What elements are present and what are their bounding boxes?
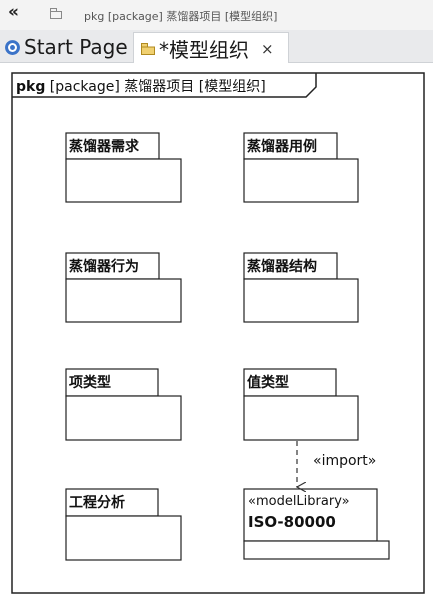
frame-title: [package] 蒸馏器项目 [模型组织] — [45, 79, 265, 95]
package-value-types[interactable]: 值类型 — [243, 368, 359, 441]
package-name: 蒸馏器结构 — [247, 258, 317, 275]
import-dependency[interactable]: «import» — [297, 441, 376, 487]
package-name: 蒸馏器行为 — [69, 258, 139, 275]
title-bar: « pkg [package] 蒸馏器项目 [模型组织] — [0, 0, 433, 30]
package-name: 项类型 — [69, 374, 111, 391]
breadcrumb: pkg [package] 蒸馏器项目 [模型组织] — [84, 10, 278, 23]
double-chevron-left-icon[interactable]: « — [8, 2, 19, 22]
package-icon — [50, 8, 62, 19]
package-name: ISO-80000 — [248, 513, 336, 531]
tab-bar: Start Page *模型组织 × — [0, 30, 433, 64]
package-name: 值类型 — [247, 374, 289, 391]
package-name: 蒸馏器需求 — [69, 138, 140, 155]
package-item-types[interactable]: 项类型 — [65, 368, 182, 441]
package-engineering-analysis[interactable]: 工程分析 — [65, 488, 182, 561]
start-page-icon — [5, 39, 20, 55]
package-name: 蒸馏器用例 — [247, 138, 317, 155]
package-diagram: pkg [package] 蒸馏器项目 [模型组织] 蒸馏器需求 蒸馏器用例 蒸… — [11, 72, 425, 594]
package-distiller-use-cases[interactable]: 蒸馏器用例 — [243, 132, 359, 203]
package-model-library-iso-80000[interactable]: «modelLibrary» ISO-80000 — [243, 488, 390, 560]
import-label: «import» — [313, 453, 376, 469]
package-distiller-behavior[interactable]: 蒸馏器行为 — [65, 252, 182, 323]
package-distiller-structure[interactable]: 蒸馏器结构 — [243, 252, 359, 323]
close-icon[interactable]: × — [261, 39, 274, 58]
diagram-canvas[interactable]: pkg [package] 蒸馏器项目 [模型组织] 蒸馏器需求 蒸馏器用例 蒸… — [0, 63, 433, 598]
tab-label: Start Page — [24, 35, 128, 59]
tab-label: *模型组织 — [159, 38, 249, 62]
frame-keyword: pkg — [16, 79, 45, 95]
tab-start-page[interactable]: Start Page — [4, 32, 128, 62]
stereotype-label: «modelLibrary» — [248, 494, 350, 509]
tab-model-organization[interactable]: *模型组织 × — [133, 32, 289, 64]
package-distiller-requirements[interactable]: 蒸馏器需求 — [65, 132, 182, 203]
package-name: 工程分析 — [69, 494, 125, 511]
frame-header: pkg [package] 蒸馏器项目 [模型组织] — [16, 79, 266, 95]
package-model-icon — [141, 42, 155, 55]
